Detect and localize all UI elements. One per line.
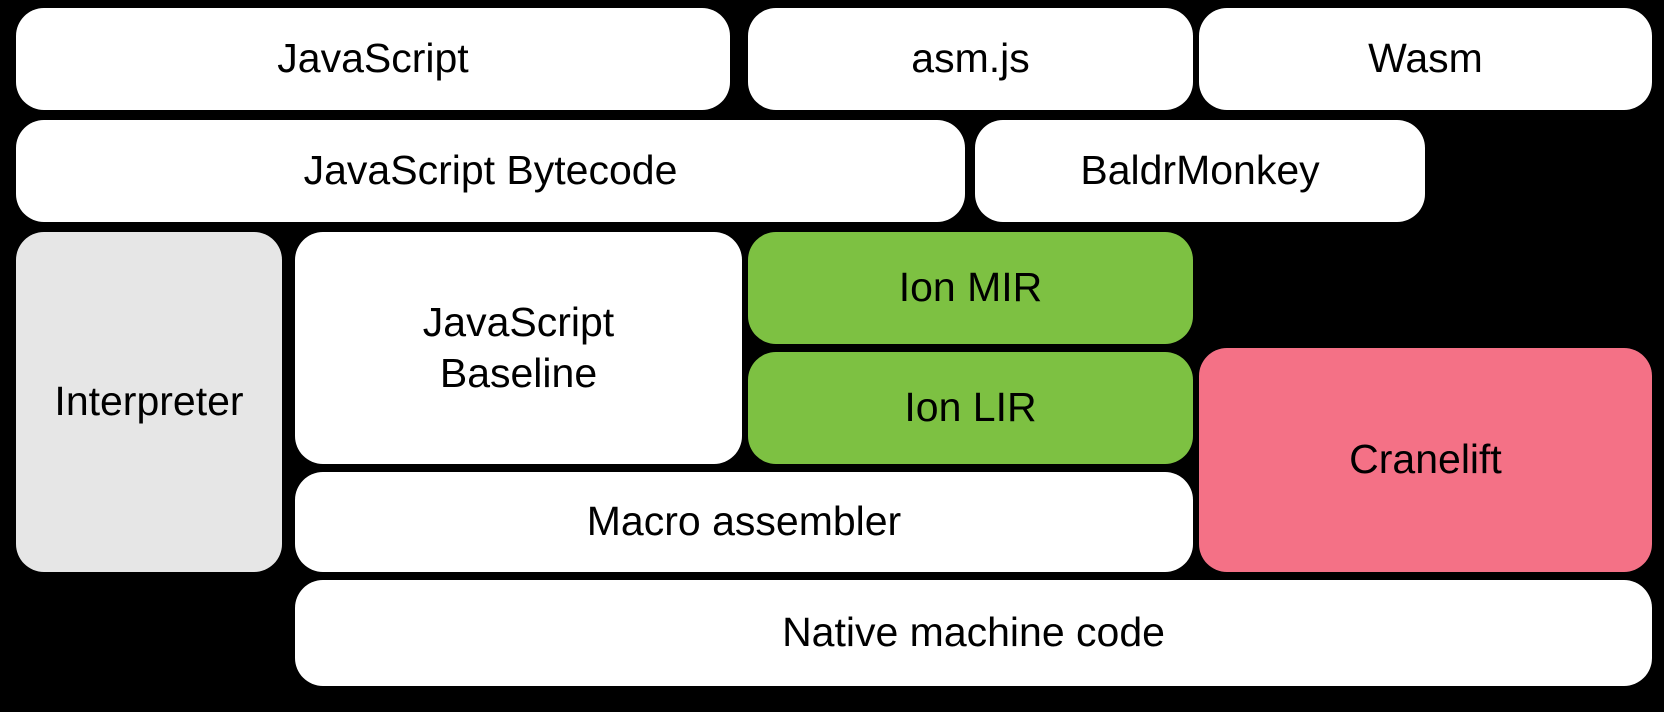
node-macro-assembler: Macro assembler [295,472,1193,572]
node-label: Ion MIR [898,264,1043,311]
node-native-machine-code: Native machine code [295,580,1652,686]
node-label: Native machine code [782,609,1165,656]
node-ion-lir: Ion LIR [748,352,1193,464]
node-label: Macro assembler [586,498,902,545]
node-wasm: Wasm [1199,8,1652,110]
node-baldrmonkey: BaldrMonkey [975,120,1425,222]
node-label: JavaScript Baseline [422,298,615,396]
node-ion-mir: Ion MIR [748,232,1193,344]
node-javascript-bytecode: JavaScript Bytecode [16,120,965,222]
node-label: Cranelift [1349,436,1502,483]
node-javascript-baseline: JavaScript Baseline [295,232,742,464]
node-interpreter: Interpreter [16,232,282,572]
node-cranelift: Cranelift [1199,348,1652,572]
node-label: asm.js [911,35,1030,82]
node-asmjs: asm.js [748,8,1193,110]
node-label: Ion LIR [904,384,1037,431]
node-label: JavaScript [277,35,469,82]
node-label: JavaScript Bytecode [303,147,678,194]
node-javascript: JavaScript [16,8,730,110]
node-label: Wasm [1368,35,1483,82]
node-label: BaldrMonkey [1080,147,1320,194]
node-label: Interpreter [54,378,244,425]
